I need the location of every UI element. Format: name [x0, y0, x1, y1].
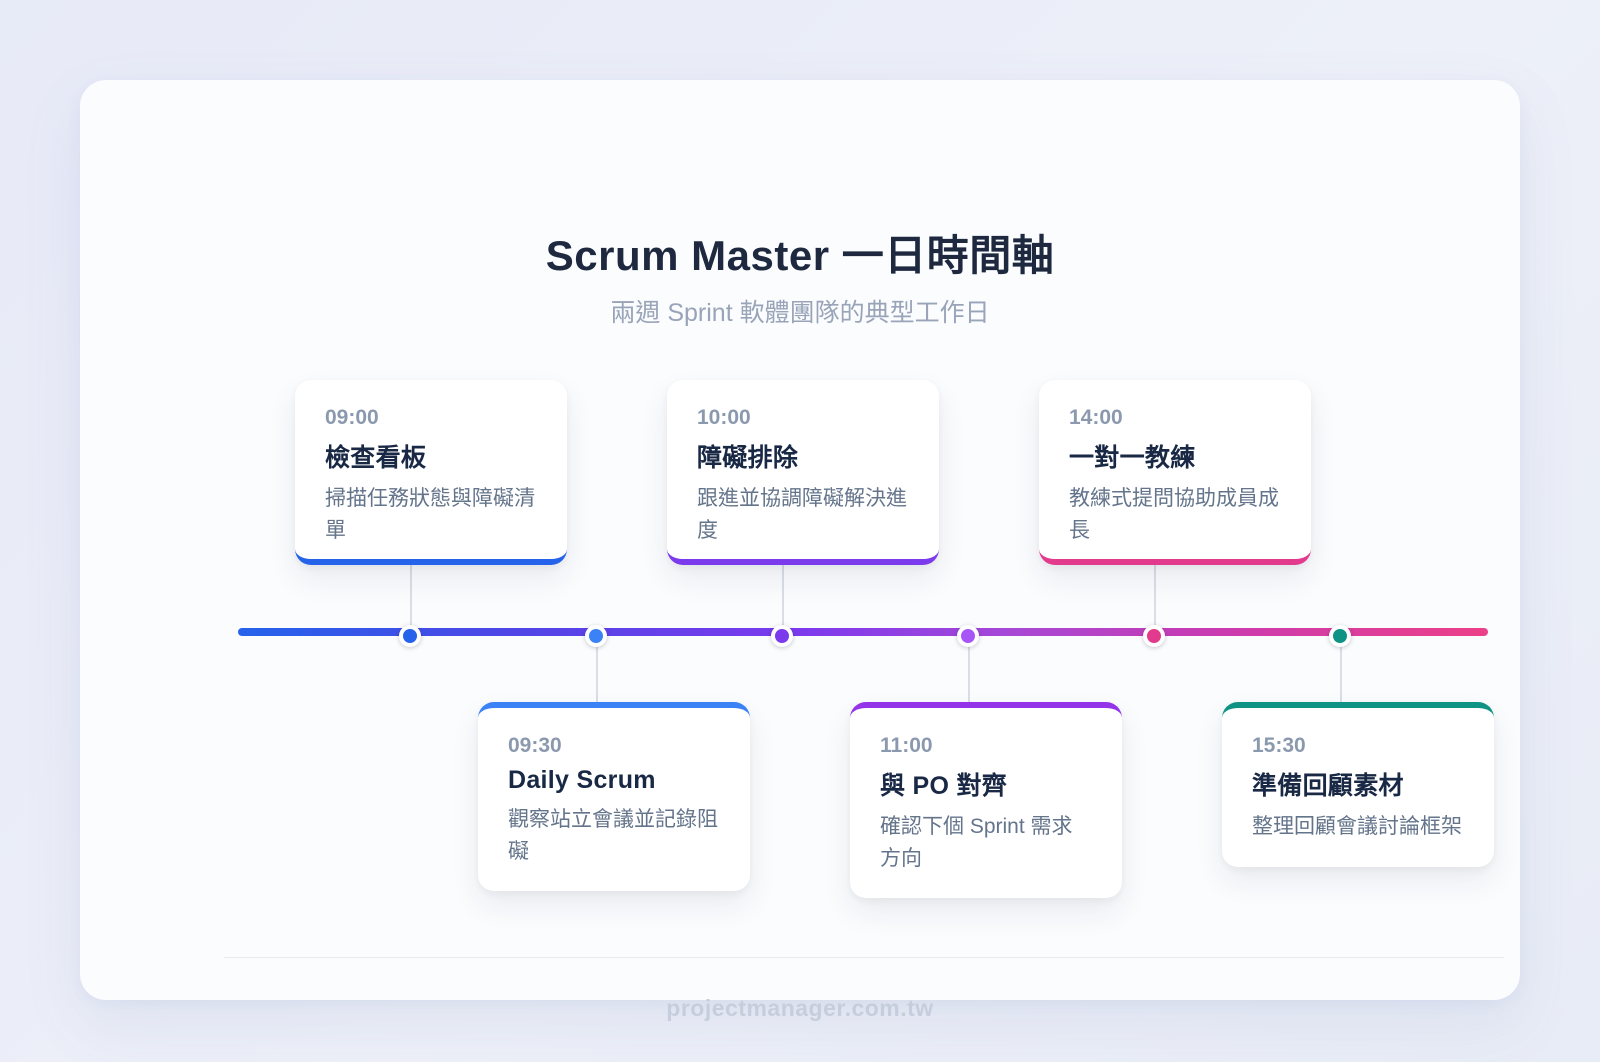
timeline-dot [1329, 625, 1351, 647]
timeline-card-1400: 14:00 一對一教練 教練式提問協助成員成長 [1039, 380, 1311, 565]
timeline-dot [585, 625, 607, 647]
infographic-canvas: Scrum Master 一日時間軸 兩週 Sprint 軟體團隊的典型工作日 … [80, 80, 1520, 1021]
footer-site-label: projectmanager.com.tw [666, 995, 934, 1021]
connector-line [782, 564, 784, 626]
event-time: 09:30 [508, 734, 562, 757]
timeline-card-0900: 09:00 檢查看板 掃描任務狀態與障礙清單 [295, 380, 567, 565]
timeline-card-1530: 15:30 準備回顧素材 整理回顧會議討論框架 [1222, 702, 1494, 867]
connector-line [1154, 564, 1156, 626]
timeline-dot [771, 625, 793, 647]
event-time: 09:00 [325, 406, 379, 429]
event-title: 與 PO 對齊 [880, 772, 1008, 800]
connector-line [968, 646, 970, 703]
connector-line [410, 564, 412, 626]
timeline-card-1000: 10:00 障礙排除 跟進並協調障礙解決進度 [667, 380, 939, 565]
timeline-card-0930: 09:30 Daily Scrum 觀察站立會議並記錄阻礙 [478, 702, 750, 891]
event-description: 整理回顧會議討論框架 [1252, 815, 1462, 838]
event-title: Daily Scrum [508, 766, 656, 794]
timeline-dot [957, 625, 979, 647]
event-description: 教練式提問協助成員成長 [1069, 487, 1279, 542]
event-description: 觀察站立會議並記錄阻礙 [508, 808, 718, 863]
event-title: 檢查看板 [325, 444, 427, 472]
event-time: 11:00 [880, 734, 933, 757]
connector-line [1340, 646, 1342, 703]
footer-divider [224, 957, 1504, 958]
event-description: 跟進並協調障礙解決進度 [697, 487, 907, 542]
event-time: 10:00 [697, 406, 751, 429]
timeline-dot [1143, 625, 1165, 647]
timeline-dot [399, 625, 421, 647]
page-title: Scrum Master 一日時間軸 [545, 232, 1055, 279]
event-description: 掃描任務狀態與障礙清單 [325, 487, 535, 542]
timeline-axis [238, 628, 1488, 636]
page-subtitle: 兩週 Sprint 軟體團隊的典型工作日 [610, 299, 990, 327]
event-time: 14:00 [1069, 406, 1123, 429]
event-title: 障礙排除 [697, 444, 799, 472]
event-title: 一對一教練 [1069, 444, 1196, 472]
event-time: 15:30 [1252, 734, 1306, 757]
timeline-card-1100: 11:00 與 PO 對齊 確認下個 Sprint 需求方向 [850, 702, 1122, 898]
event-description: 確認下個 Sprint 需求方向 [880, 815, 1073, 870]
event-title: 準備回顧素材 [1252, 772, 1404, 800]
connector-line [596, 646, 598, 703]
